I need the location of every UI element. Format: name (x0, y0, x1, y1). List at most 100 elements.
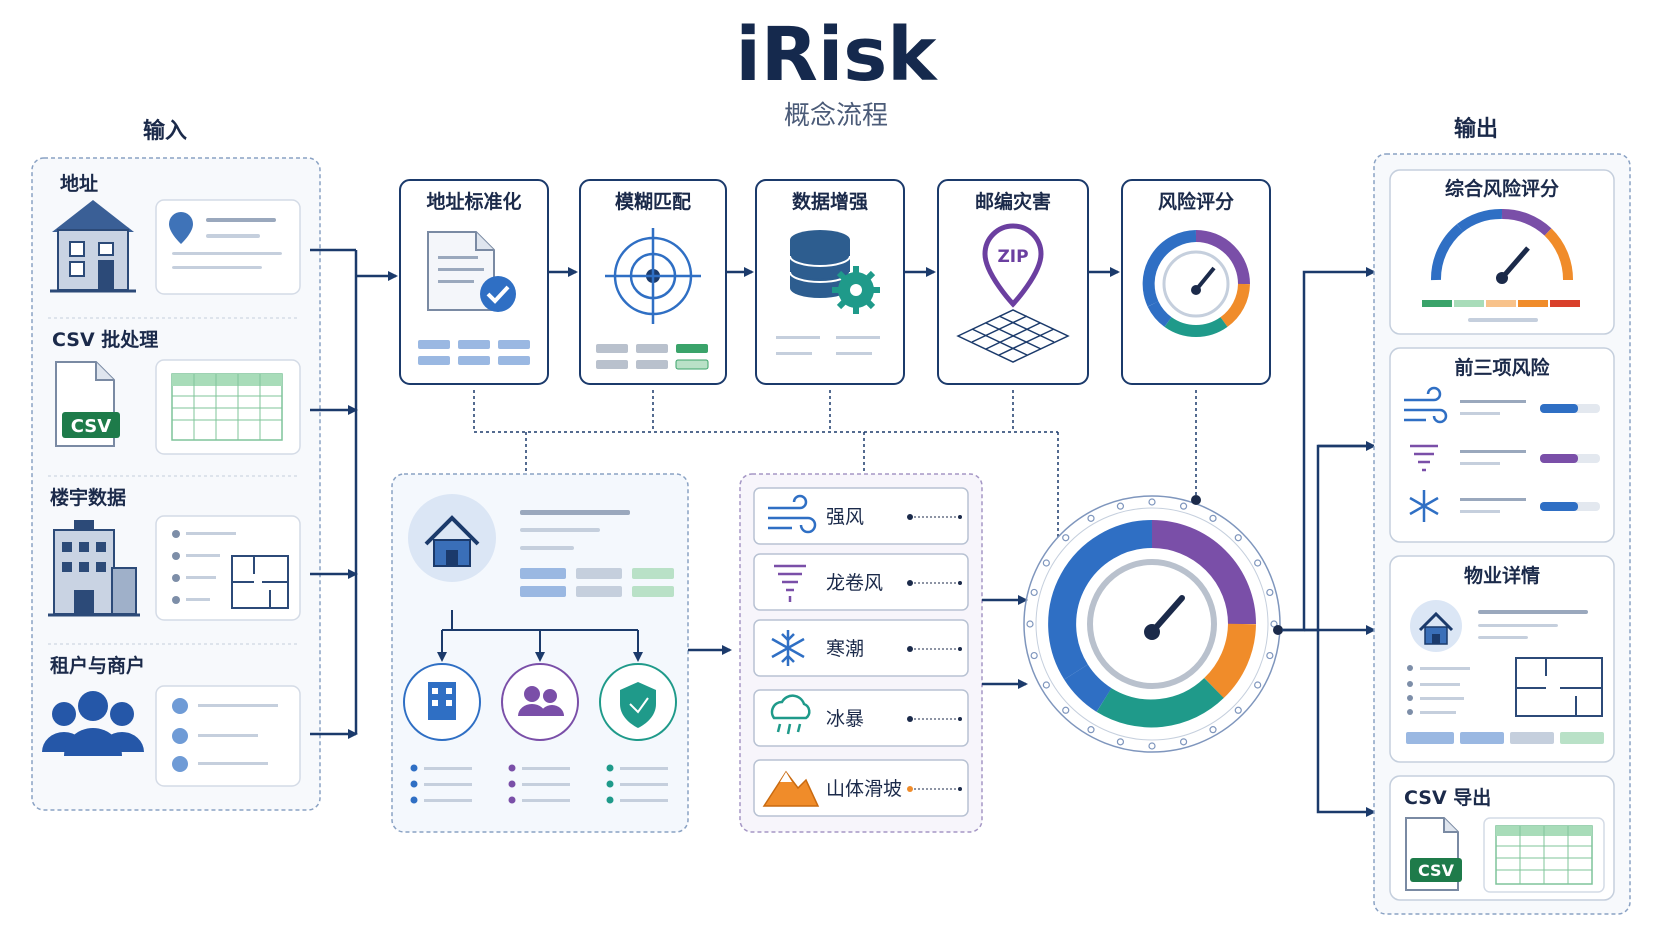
hazard-item-strong-wind: 强风 (753, 487, 969, 545)
step-data-enrichment: 数据增强 (755, 179, 905, 385)
output-top-three-risks: 前三项风险 (1389, 347, 1615, 543)
output-label: 前三项风险 (1454, 356, 1550, 379)
floor-plan-icon (231, 555, 289, 609)
house-icon (50, 200, 136, 293)
hazard-label: 龙卷风 (826, 572, 883, 594)
ice-storm-icon (770, 694, 811, 735)
gauge-tick-dot (1254, 559, 1262, 567)
output-label: CSV 导出 (1404, 786, 1491, 809)
house-icon (1418, 611, 1454, 645)
step-fuzzy-match: 模糊匹配 (579, 179, 727, 385)
output-property-details: 物业详情 (1389, 555, 1615, 763)
property-panel (391, 473, 689, 833)
hazard-label: 强风 (826, 506, 864, 528)
database-gear-icon (789, 230, 880, 314)
house-icon (424, 515, 480, 567)
hazard-item-tornado: 龙卷风 (753, 553, 969, 611)
gauge-tick-dot (1087, 726, 1095, 734)
gauge-tick-dot (1254, 681, 1262, 689)
step-zip-hazard: 邮编灾害 ZIP (937, 179, 1089, 385)
gauge-icon (1142, 230, 1250, 337)
central-risk-gauge (1023, 495, 1283, 753)
step-label: 邮编灾害 (975, 190, 1051, 213)
mountain-icon (762, 770, 820, 807)
floor-plan-icon (1515, 657, 1603, 717)
document-check-icon (427, 231, 516, 312)
output-overall-risk-score: 综合风险评分 (1389, 169, 1615, 335)
tornado-icon (1410, 444, 1438, 472)
gauge-tick-dot (1030, 651, 1038, 660)
input-item-label: 租户与商户 (50, 654, 145, 677)
gauge-tick-dot (1209, 726, 1217, 734)
gauge-tick-dot (1179, 502, 1188, 510)
hazard-item-ice-storm: 冰暴 (753, 689, 969, 747)
office-building-icon (428, 682, 456, 720)
gauge-tick-dot (1234, 706, 1242, 714)
gauge-tick-dot (1266, 651, 1274, 660)
input-item-label: 楼宇数据 (50, 486, 126, 509)
gauge-tick-dot (1030, 588, 1038, 597)
location-pin-icon (169, 212, 193, 244)
hazard-item-cold-wave: 寒潮 (753, 619, 969, 677)
hazard-label: 冰暴 (826, 708, 864, 730)
csv-badge: CSV (1418, 861, 1455, 880)
input-item-csv-batch: CSV 批处理 CSV (52, 328, 301, 455)
hazard-item-landslide: 山体滑坡 (753, 759, 969, 817)
gauge-tick-dot (1116, 738, 1125, 746)
gauge-tick-dot (1062, 534, 1070, 542)
gauge-tick-dot (1148, 742, 1156, 750)
gauge-tick-dot (1148, 498, 1156, 506)
wind-icon (768, 494, 817, 534)
building-icon (48, 520, 140, 617)
map-grid-icon (956, 309, 1070, 363)
step-label: 数据增强 (792, 190, 868, 213)
spreadsheet-icon (171, 373, 283, 441)
input-connectors (310, 248, 398, 739)
snowflake-icon (771, 630, 805, 666)
target-icon (605, 228, 701, 324)
page-title: iRisk (736, 12, 939, 98)
gauge-tick-dot (1042, 559, 1050, 567)
input-item-label: 地址 (60, 172, 98, 195)
people-icon (42, 691, 144, 756)
csv-file-icon: CSV (55, 361, 120, 447)
output-heading: 输出 (1454, 116, 1498, 142)
input-item-label: CSV 批处理 (52, 328, 158, 351)
step-label: 模糊匹配 (615, 190, 691, 213)
hazard-label: 寒潮 (826, 638, 864, 660)
input-item-address: 地址 (50, 172, 301, 295)
wind-icon (1404, 386, 1448, 424)
gauge-tick-dot (1209, 514, 1217, 522)
step-label: 地址标准化 (426, 190, 521, 213)
step-address-normalization: 地址标准化 (399, 179, 549, 385)
gauge-tick-dot (1087, 514, 1095, 522)
shield-icon (620, 682, 656, 728)
zip-badge: ZIP (997, 247, 1028, 267)
gauge-tick-dot (1042, 681, 1050, 689)
pipeline-dotted-connectors (473, 390, 1197, 540)
people-icon (518, 686, 564, 716)
gauge-icon (1430, 208, 1574, 284)
csv-badge: CSV (71, 416, 112, 437)
step-label: 风险评分 (1158, 190, 1234, 213)
gauge-tick-dot (1026, 620, 1034, 628)
gauge-tick-dot (1266, 588, 1274, 597)
hazard-panel: 强风 龙卷风 寒潮 (739, 473, 983, 833)
output-csv-export: CSV 导出 CSV (1389, 775, 1615, 901)
hazard-label: 山体滑坡 (826, 778, 902, 800)
input-heading: 输入 (143, 118, 187, 144)
gauge-tick-dot (1116, 502, 1125, 510)
csv-file-icon: CSV (1405, 817, 1462, 891)
gauge-tick-dot (1062, 706, 1070, 714)
input-item-building-data: 楼宇数据 (48, 486, 301, 621)
spreadsheet-icon (1495, 825, 1593, 885)
input-item-tenants: 租户与商户 (42, 654, 301, 787)
gauge-tick-dot (1179, 738, 1188, 746)
output-connectors (1282, 267, 1376, 817)
output-label: 综合风险评分 (1445, 177, 1559, 200)
gauge-tick-ring (1026, 498, 1278, 750)
page-subtitle: 概念流程 (784, 101, 888, 131)
tornado-icon (774, 564, 806, 602)
